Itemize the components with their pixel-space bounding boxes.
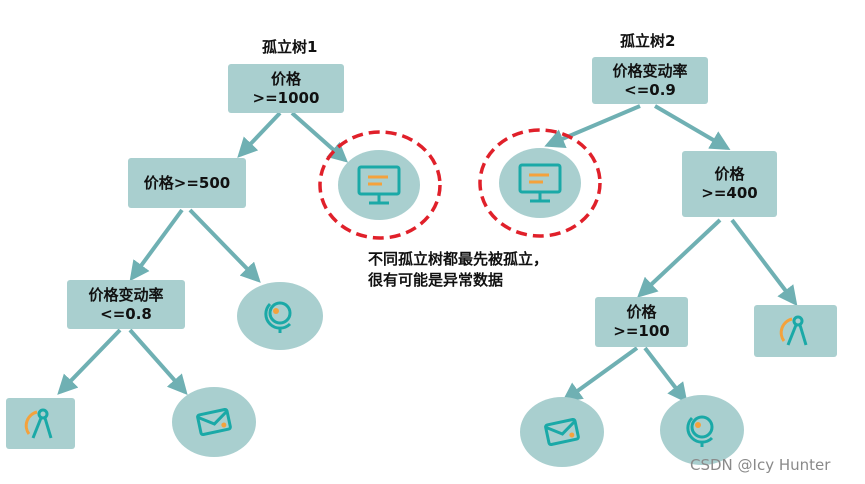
tree1-title: 孤立树1	[262, 38, 318, 56]
edge-t1-root-right	[290, 111, 348, 163]
annotation-line1: 不同孤立树都最先被孤立，	[368, 250, 549, 268]
tree2-leaf-compass	[754, 305, 837, 357]
anomaly-annotation: 不同孤立树都最先被孤立， 很有可能是异常数据	[368, 249, 548, 291]
globe-icon	[686, 415, 714, 447]
node-label-line1: 价格	[626, 303, 657, 321]
tree1-leaf-monitor	[338, 150, 420, 220]
drafting-compass-icon	[779, 315, 807, 346]
edge-t2-b-right	[643, 346, 688, 404]
highlight-ring-tree1	[318, 130, 442, 240]
envelope-icon	[196, 407, 232, 437]
edge-t2-a-left	[637, 218, 722, 298]
tree2-root-node: 价格变动率 <=0.9	[592, 57, 708, 104]
tree1-leaf-compass	[6, 398, 75, 449]
tree1-node-price-500: 价格>=500	[128, 158, 246, 208]
node-label-line2: <=0.8	[100, 304, 152, 323]
node-label-line2: >=400	[701, 184, 758, 202]
edge-t2-b-left	[561, 346, 639, 403]
tree2-leaf-envelope	[520, 397, 604, 467]
edge-t2-root-left	[544, 104, 641, 148]
monitor-icon	[357, 165, 401, 205]
edge-t2-a-right	[730, 218, 798, 307]
globe-icon	[264, 301, 292, 333]
edge-t1-b-right	[128, 328, 188, 395]
node-label-line2: <=0.9	[624, 80, 676, 99]
edge-t1-root-left	[237, 111, 282, 158]
edge-t1-a-right	[188, 208, 261, 283]
tree2-leaf-monitor	[499, 148, 581, 218]
monitor-icon	[518, 163, 562, 203]
node-label-line1: 价格	[714, 165, 745, 183]
tree2-node-price-100: 价格 >=100	[595, 297, 688, 347]
tree1-leaf-envelope	[172, 387, 256, 457]
tree2-node-price-400: 价格 >=400	[682, 151, 777, 217]
tree1-leaf-globe	[237, 282, 323, 350]
tree1-root-node: 价格 >=1000	[228, 64, 344, 113]
node-label-line1: 价格>=500	[143, 173, 231, 192]
tree1-node-change-rate: 价格变动率 <=0.8	[67, 280, 185, 329]
tree2-leaf-globe	[660, 395, 744, 465]
edge-t2-root-right	[653, 104, 731, 151]
watermark: CSDN @Icy Hunter	[690, 456, 831, 474]
highlight-ring-tree2	[478, 128, 602, 238]
annotation-line2: 很有可能是异常数据	[368, 271, 504, 289]
edge-t1-a-left	[129, 208, 184, 282]
node-label-line2: >=100	[613, 322, 670, 340]
envelope-icon	[544, 417, 580, 447]
drafting-compass-icon	[24, 408, 52, 439]
node-label-line2: >=1000	[252, 88, 320, 107]
node-label-line1: 价格	[270, 69, 301, 88]
tree2-title: 孤立树2	[620, 32, 676, 50]
node-label-line1: 价格变动率	[88, 285, 164, 304]
edge-t1-b-left	[57, 328, 122, 395]
node-label-line1: 价格变动率	[612, 61, 688, 80]
